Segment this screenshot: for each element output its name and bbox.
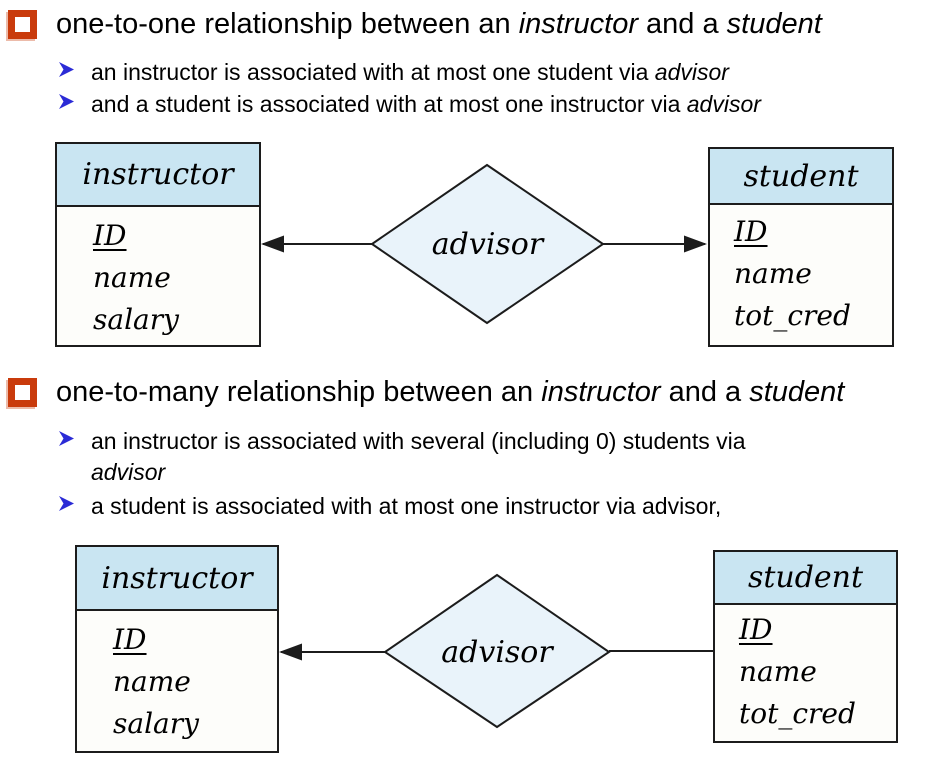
sub-bullet: a student is associated with at most one… [58,491,721,522]
bullet-text: one-to-many relationship between an inst… [56,374,844,410]
entity-attribute-key: ID [113,623,147,656]
arrow-bullet-icon [59,496,74,511]
entity-title: instructor [57,144,259,207]
entity-title: instructor [77,547,277,611]
bullet-text-italic: student [749,376,845,408]
entity-attributes: ID name salary [77,611,277,745]
square-bullet-icon [8,378,37,407]
entity-title: student [710,149,892,205]
relationship-diamond [370,163,605,325]
entity-attribute: salary [93,303,179,336]
sub-bullet-text: a student is associated with at most one… [91,491,721,522]
entity-attribute: name [93,261,171,294]
sub-text-part: an instructor is associated with several… [91,428,746,454]
arrow-bullet-icon [59,94,74,109]
entity-attribute-key: ID [93,219,127,252]
entity-instructor: instructor ID name salary [55,142,261,347]
bullet-text-italic: student [726,8,822,40]
entity-attribute: salary [113,707,199,740]
entity-attributes: ID name tot_cred [715,605,896,735]
bullet-text-part: one-to-many relationship between an [56,376,542,408]
arrowhead-to-instructor [261,235,284,253]
relationship-diamond [383,573,611,729]
bullet-text: one-to-one relationship between an instr… [56,6,822,42]
er-diagram-one-to-many [279,573,713,729]
bullet-text-part: and a [637,8,727,40]
sub-text-part: a student is associated with at most one… [91,493,722,519]
entity-title: student [715,552,896,605]
entity-attribute-key: ID [739,613,773,646]
entity-attributes: ID name salary [57,207,259,341]
sub-bullet: an instructor is associated with several… [58,426,746,488]
sub-text-italic: advisor [686,91,761,117]
arrow-bullet-icon [59,62,74,77]
relationship-label: advisor [441,635,553,670]
bullet-text-part: and a [660,376,750,408]
bullet-one-to-many: one-to-many relationship between an inst… [8,374,844,410]
relationship-label: advisor [431,227,544,262]
sub-text-italic: advisor [91,459,166,485]
entity-attribute: name [113,665,191,698]
entity-attribute-key: ID [734,215,768,248]
sub-text-italic: advisor [654,59,729,85]
bullet-text-italic: instructor [518,8,638,40]
bullet-one-to-one: one-to-one relationship between an instr… [8,6,822,42]
entity-student: student ID name tot_cred [713,550,898,743]
bullet-text-italic: instructor [541,376,661,408]
sub-text-part: and a student is associated with at most… [91,91,687,117]
arrow-bullet-icon [59,431,74,446]
sub-bullet-text: and a student is associated with at most… [91,89,761,120]
entity-attribute: tot_cred [739,697,856,730]
arrowhead-to-student [684,235,707,253]
entity-attribute: name [734,257,812,290]
er-diagram-one-to-one [261,163,707,325]
sub-bullet: an instructor is associated with at most… [58,57,729,88]
arrowhead-to-instructor [279,643,302,661]
entity-attribute: tot_cred [734,299,851,332]
entity-attributes: ID name tot_cred [710,205,892,337]
sub-bullet-text: an instructor is associated with at most… [91,57,729,88]
bullet-text-part: one-to-one relationship between an [56,8,519,40]
entity-attribute: name [739,655,817,688]
sub-bullet: and a student is associated with at most… [58,89,761,120]
entity-student: student ID name tot_cred [708,147,894,347]
square-bullet-icon [8,10,37,39]
sub-text-part: an instructor is associated with at most… [91,59,655,85]
sub-bullet-text: an instructor is associated with several… [91,426,746,488]
entity-instructor: instructor ID name salary [75,545,279,753]
